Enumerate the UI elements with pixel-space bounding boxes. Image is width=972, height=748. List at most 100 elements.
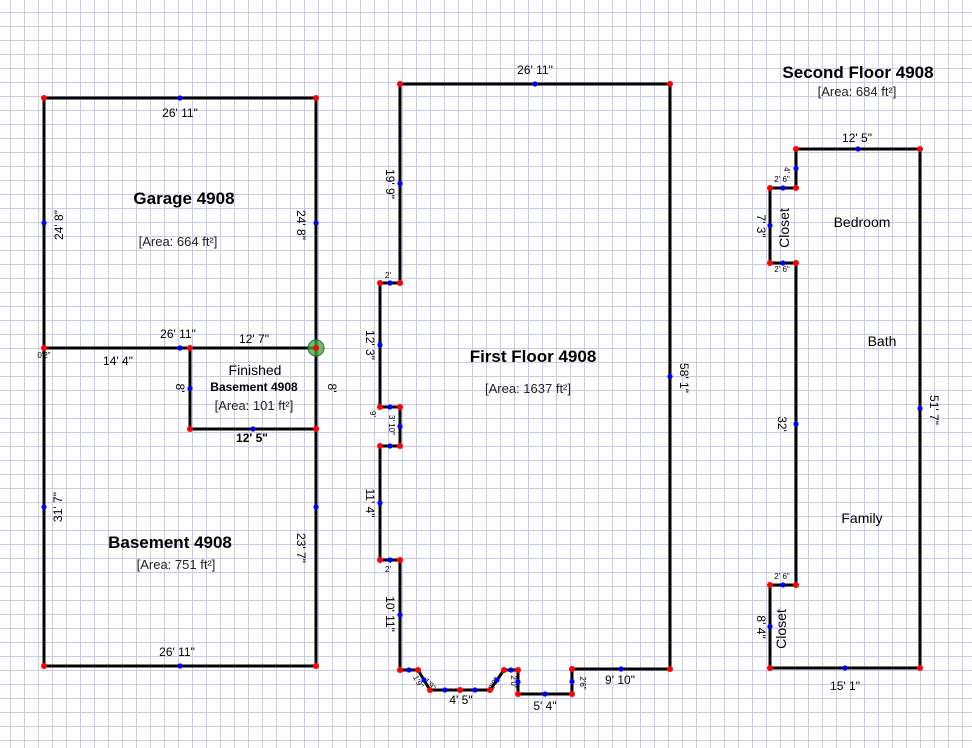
vertex-dot[interactable] — [793, 185, 799, 191]
midpoint-dot[interactable] — [387, 404, 393, 410]
midpoint-dot[interactable] — [377, 342, 383, 348]
midpoint-dot[interactable] — [41, 504, 47, 510]
room-bath-label: Bath — [868, 333, 897, 349]
midpoint-dot[interactable] — [177, 95, 183, 101]
midpoint-dot[interactable] — [387, 280, 393, 286]
midpoint-dot[interactable] — [917, 405, 923, 412]
vertex-dot[interactable] — [427, 687, 433, 693]
vertex-dot[interactable] — [793, 582, 799, 588]
closet1-bottom-dim: 2' 6" — [774, 265, 790, 274]
vertex-dot[interactable] — [569, 666, 575, 672]
vertex-dot[interactable] — [313, 663, 319, 669]
midpoint-dot[interactable] — [313, 220, 319, 226]
vertex-dot[interactable] — [41, 663, 47, 669]
second-floor-left-mid-dim: 32' — [775, 416, 789, 432]
vertex-dot[interactable] — [917, 146, 923, 152]
midpoint-dot[interactable] — [767, 623, 773, 630]
midpoint-dot[interactable] — [406, 667, 412, 673]
midpoint-dot[interactable] — [421, 677, 427, 683]
vertex-dot[interactable] — [793, 260, 799, 266]
midpoint-dot[interactable] — [515, 679, 521, 685]
closet1-notch-dim: 2' 6" — [774, 175, 790, 184]
vertex-dot[interactable] — [667, 666, 673, 672]
midpoint-dot[interactable] — [780, 185, 786, 191]
vertex-dot[interactable] — [187, 426, 193, 432]
vertex-dot[interactable] — [515, 691, 521, 697]
midpoint-dot[interactable] — [793, 421, 799, 427]
vertex-dot[interactable] — [397, 404, 403, 410]
vertex-dot[interactable] — [397, 443, 403, 449]
first-floor-seg2b-dim: 9' — [368, 411, 377, 417]
vertex-dot[interactable] — [457, 687, 463, 693]
midpoint-dot[interactable] — [472, 687, 478, 693]
midpoint-dot[interactable] — [442, 687, 448, 693]
midpoint-dot[interactable] — [397, 612, 403, 618]
vertex-dot[interactable] — [313, 95, 319, 101]
midpoint-markers[interactable] — [41, 81, 923, 697]
vertex-dot[interactable] — [793, 146, 799, 152]
vertex-dot[interactable] — [767, 260, 773, 266]
shared-corner-dim: 0'2" — [37, 351, 50, 360]
vertex-dot[interactable] — [397, 280, 403, 286]
midpoint-dot[interactable] — [667, 373, 673, 380]
vertex-dot[interactable] — [313, 345, 319, 351]
midpoint-dot[interactable] — [618, 666, 624, 672]
garage-outline[interactable] — [42, 96, 318, 348]
vertex-dot[interactable] — [377, 557, 383, 563]
vertex-markers[interactable] — [41, 81, 923, 697]
vertex-dot[interactable] — [313, 426, 319, 432]
vertex-dot[interactable] — [501, 667, 507, 673]
midpoint-dot[interactable] — [387, 557, 393, 563]
midpoint-dot[interactable] — [250, 426, 256, 432]
vertex-dot[interactable] — [767, 665, 773, 671]
vertex-dot[interactable] — [415, 667, 421, 673]
vertex-dot[interactable] — [397, 667, 403, 673]
midpoint-dot[interactable] — [387, 443, 393, 449]
first-floor-bump2-dim: 2' — [385, 565, 391, 574]
midpoint-dot[interactable] — [842, 665, 848, 671]
midpoint-dot[interactable] — [508, 667, 514, 673]
vertex-dot[interactable] — [569, 691, 575, 697]
room-bedroom-label: Bedroom — [834, 214, 891, 230]
midpoint-dot[interactable] — [397, 423, 403, 430]
vertex-dot[interactable] — [917, 665, 923, 671]
vertex-dot[interactable] — [377, 443, 383, 449]
midpoint-dot[interactable] — [494, 677, 500, 683]
vertex-dot[interactable] — [397, 557, 403, 563]
midpoint-dot[interactable] — [177, 345, 183, 351]
midpoint-dot[interactable] — [397, 180, 403, 187]
garage-basement-group[interactable]: 26' 11" 24' 8" 24' 8" Garage 4908 [Area:… — [37, 96, 339, 668]
midpoint-dot[interactable] — [855, 146, 861, 152]
midpoint-dot[interactable] — [780, 260, 786, 266]
vertex-dot[interactable] — [767, 582, 773, 588]
basement-outline[interactable] — [42, 348, 318, 668]
midpoint-dot[interactable] — [377, 500, 383, 506]
midpoint-dot[interactable] — [313, 504, 319, 510]
midpoint-dot[interactable] — [187, 385, 193, 392]
first-floor-group[interactable]: 26' 11" 19' 9" 2' 12' 3" 3' 10" 9' 11' 4… — [363, 63, 691, 713]
midpoint-dot[interactable] — [177, 663, 183, 669]
midpoint-dot[interactable] — [532, 81, 538, 87]
vertex-dot[interactable] — [767, 185, 773, 191]
midpoint-dot[interactable] — [793, 165, 799, 172]
vertex-dot[interactable] — [187, 345, 193, 351]
second-floor-group[interactable]: Second Floor 4908 [Area: 684 ft²] 12' 5"… — [754, 63, 941, 693]
garage-left-dim: 24' 8" — [52, 210, 66, 240]
vertex-dot[interactable] — [377, 404, 383, 410]
midpoint-dot[interactable] — [569, 678, 575, 685]
vertex-dot[interactable] — [377, 280, 383, 286]
finished-label: Finished — [229, 362, 282, 378]
garage-top-dim: 26' 11" — [162, 106, 198, 120]
midpoint-dot[interactable] — [41, 220, 47, 226]
vertex-dot[interactable] — [667, 81, 673, 87]
basement-left-dim: 31' 7" — [51, 492, 65, 522]
midpoint-dot[interactable] — [542, 691, 548, 697]
vertex-dot[interactable] — [41, 95, 47, 101]
vertex-dot[interactable] — [487, 687, 493, 693]
midpoint-dot[interactable] — [767, 222, 773, 229]
midpoint-dot[interactable] — [780, 582, 786, 588]
vertex-dot[interactable] — [397, 81, 403, 87]
vertex-dot[interactable] — [515, 667, 521, 673]
vertex-dot[interactable] — [41, 345, 47, 351]
